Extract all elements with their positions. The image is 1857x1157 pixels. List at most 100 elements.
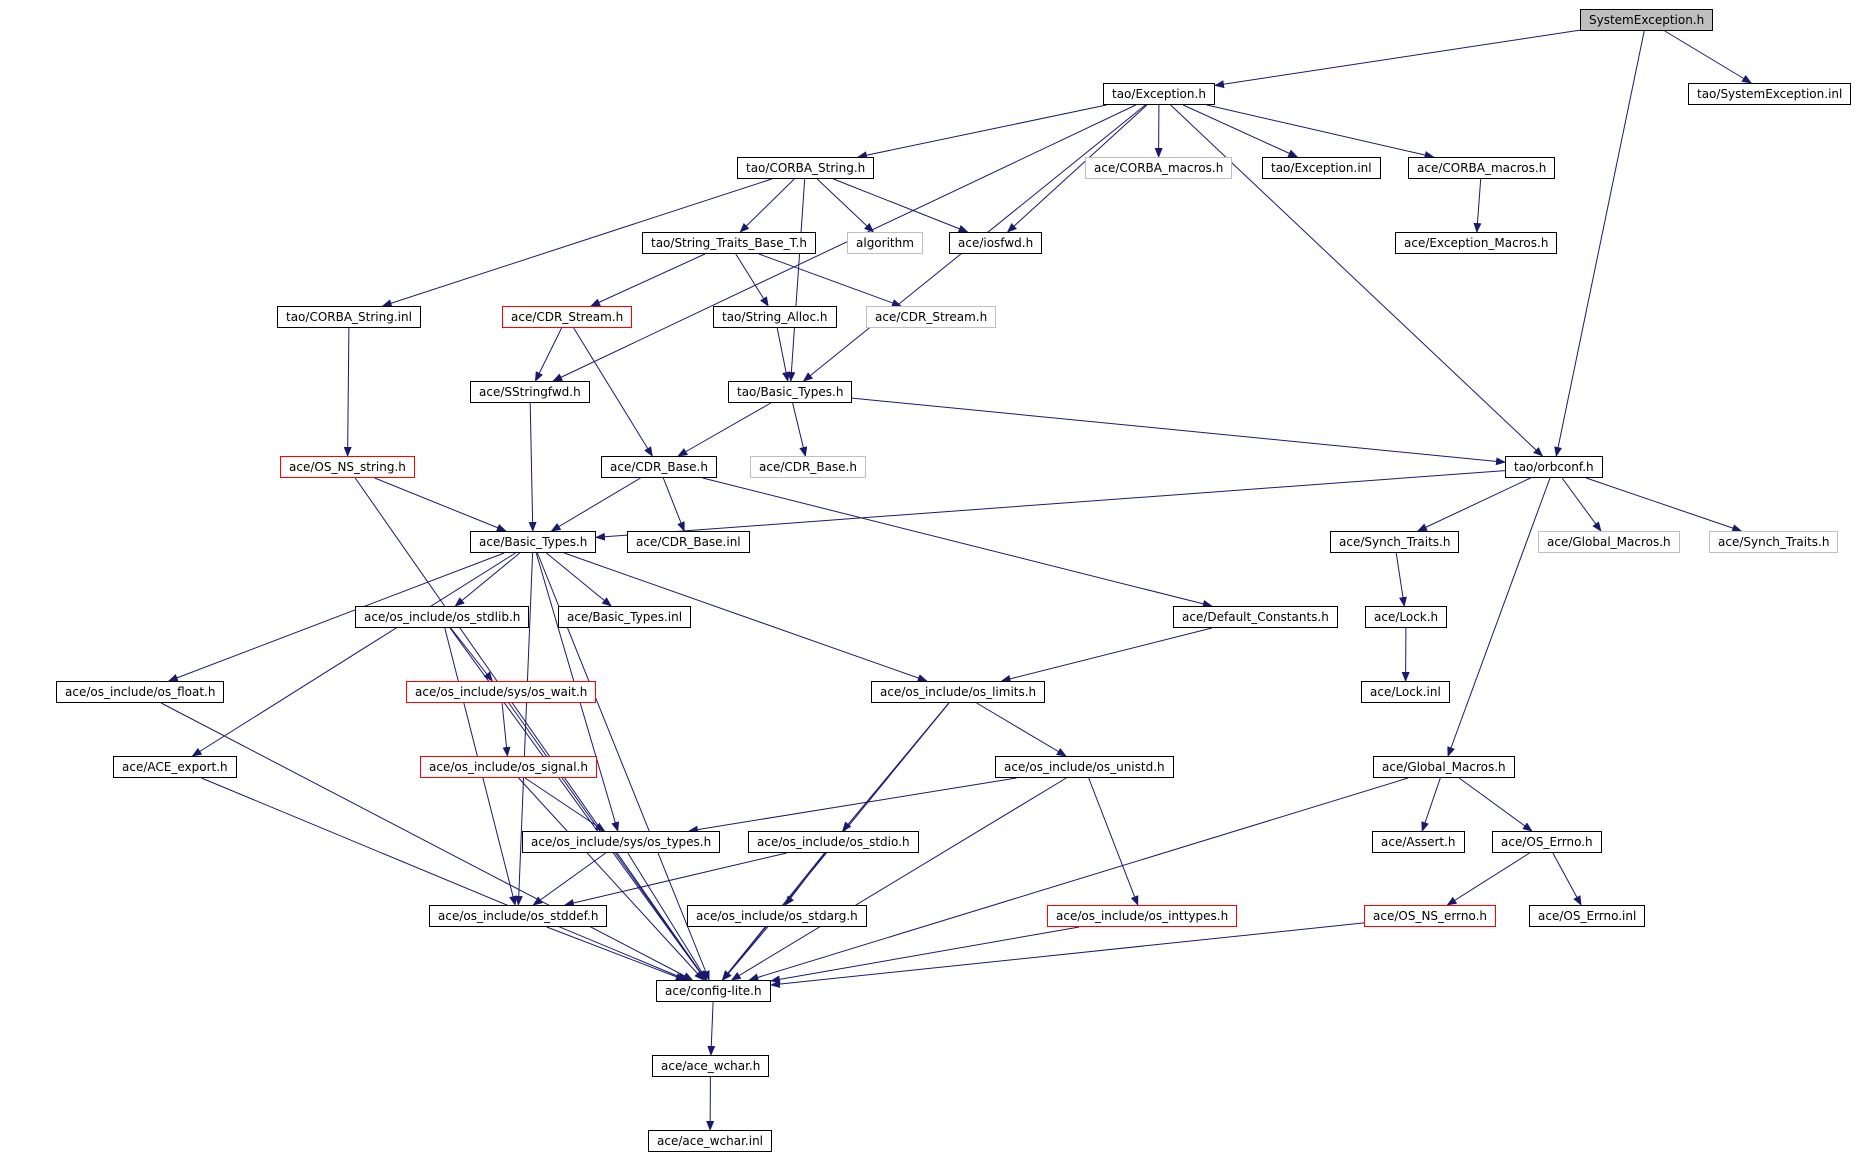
node-ace-os-errno-h[interactable]: ace/OS_Errno.h xyxy=(1492,831,1602,853)
edge-ace_os_include_os_signal_h-to-ace_config_lite_h xyxy=(518,777,705,981)
node-ace-synch-traits-h[interactable]: ace/Synch_Traits.h xyxy=(1330,531,1460,553)
edge-tao_orbconf_h-to-ace_synch_traits_h xyxy=(1416,477,1531,532)
node-tao-systemexception-inl[interactable]: tao/SystemException.inl xyxy=(1688,83,1852,105)
edge-ace_default_constants_h-to-ace_os_include_os_limits_h xyxy=(1000,627,1213,683)
edge-ace_os_include_os_unistd_h-to-ace_config_lite_h xyxy=(730,777,1067,981)
edge-ace_os_include_os_float_h-to-ace_config_lite_h xyxy=(160,702,694,981)
edge-ace_cdr_base_h-to-ace_default_constants_h xyxy=(702,477,1213,608)
edge-tao_corba_string_h-to-tao_corba_string_inl xyxy=(381,178,772,308)
edge-tao_exception_h-to-ace_corba_macros_h xyxy=(1206,104,1435,159)
node-ace-sstringfwd-h[interactable]: ace/SStringfwd.h xyxy=(470,381,590,403)
node-ace-cdr-stream-h[interactable]: ace/CDR_Stream.h xyxy=(502,306,633,328)
edge-ace_sstringfwd_h-to-ace_basic_types_h xyxy=(528,402,537,532)
dependency-edges xyxy=(160,29,1753,1131)
node-ace-os-errno-inl[interactable]: ace/OS_Errno.inl xyxy=(1529,905,1646,927)
node-ace-os-ns-errno-h[interactable]: ace/OS_NS_errno.h xyxy=(1364,905,1497,927)
node-tao-basic-types-h[interactable]: tao/Basic_Types.h xyxy=(728,381,853,403)
node-ace-ace-export-h[interactable]: ace/ACE_export.h xyxy=(113,756,237,778)
edge-ace_os_errno_h-to-ace_os_errno_inl xyxy=(1552,852,1582,906)
node-ace-config-lite-h[interactable]: ace/config-lite.h xyxy=(656,980,771,1002)
edge-ace_os_include_os_inttypes_h-to-ace_config_lite_h xyxy=(770,926,1080,984)
node-ace-os-include-os-stdio-h[interactable]: ace/os_include/os_stdio.h xyxy=(748,831,919,853)
node-ace-lock-h[interactable]: ace/Lock.h xyxy=(1365,606,1448,628)
edge-tao_exception_h-to-tao_exception_inl xyxy=(1182,104,1299,158)
node-ace-os-include-sys-os-wait-h[interactable]: ace/os_include/sys/os_wait.h xyxy=(406,681,597,703)
edge-ace_os_include_os_stddef_h-to-ace_config_lite_h xyxy=(546,926,686,981)
edge-tao_corba_string_inl-to-ace_os_ns_string_h xyxy=(343,327,352,457)
edge-tao_exception_h-to-ace_iosfwd_h xyxy=(1006,104,1148,233)
node-ace-os-include-os-stddef-h[interactable]: ace/os_include/os_stddef.h xyxy=(429,905,608,927)
node-tao-string-alloc-h[interactable]: tao/String_Alloc.h xyxy=(713,306,837,328)
node-ace-os-include-sys-os-types-h[interactable]: ace/os_include/sys/os_types.h xyxy=(522,831,721,853)
edge-ace_cdr_stream_h-to-ace_cdr_base_h xyxy=(573,327,653,457)
node-ace-os-include-os-inttypes-h[interactable]: ace/os_include/os_inttypes.h xyxy=(1047,905,1238,927)
edge-ace_global_macros_h-to-ace_config_lite_h xyxy=(748,777,1409,982)
node-ace-lock-inl[interactable]: ace/Lock.inl xyxy=(1361,681,1450,703)
edge-system_exception_h-to-tao_systemexception_inl xyxy=(1664,30,1753,84)
node-ace-cdr-base-h-external[interactable]: ace/CDR_Base.h xyxy=(750,456,866,478)
edge-ace_os_include_os_stdio_h-to-ace_os_include_os_stddef_h xyxy=(563,852,787,907)
edge-system_exception_h-to-tao_orbconf_h xyxy=(1554,30,1645,457)
node-ace-global-macros-h[interactable]: ace/Global_Macros.h xyxy=(1373,756,1515,778)
edge-ace_basic_types_h-to-ace_os_include_os_limits_h xyxy=(564,552,928,682)
node-ace-assert-h[interactable]: ace/Assert.h xyxy=(1372,831,1465,853)
edge-tao_string_traits_base_t_h-to-tao_string_alloc_h xyxy=(735,253,769,307)
edge-tao_exception_h-to-ace_sstringfwd_h xyxy=(552,104,1137,382)
node-ace-os-include-os-limits-h[interactable]: ace/os_include/os_limits.h xyxy=(871,681,1046,703)
node-systemexception-h[interactable]: SystemException.h xyxy=(1580,9,1714,31)
node-ace-exception-macros-h[interactable]: ace/Exception_Macros.h xyxy=(1395,232,1558,254)
node-ace-iosfwd-h[interactable]: ace/iosfwd.h xyxy=(949,232,1043,254)
edge-ace_basic_types_h-to-ace_os_include_os_float_h xyxy=(167,552,505,682)
edge-ace_os_include_os_limits_h-to-ace_os_include_os_unistd_h xyxy=(976,702,1067,757)
edge-tao_string_traits_base_t_h-to-ace_cdr_stream_h_ext xyxy=(758,253,902,307)
node-tao-orbconf-h[interactable]: tao/orbconf.h xyxy=(1505,456,1603,478)
edge-ace_basic_types_h-to-ace_basic_types_inl xyxy=(546,552,612,607)
node-ace-corba-macros-h-external[interactable]: ace/CORBA_macros.h xyxy=(1085,157,1233,179)
node-ace-os-include-os-float-h[interactable]: ace/os_include/os_float.h xyxy=(56,681,225,703)
edge-ace_config_lite_h-to-ace_ace_wchar_h xyxy=(707,1001,716,1056)
node-ace-basic-types-h[interactable]: ace/Basic_Types.h xyxy=(470,531,597,553)
node-tao-exception-inl[interactable]: tao/Exception.inl xyxy=(1262,157,1381,179)
node-ace-synch-traits-h-external[interactable]: ace/Synch_Traits.h xyxy=(1709,531,1839,553)
node-ace-basic-types-inl[interactable]: ace/Basic_Types.inl xyxy=(558,606,692,628)
edge-tao_corba_string_h-to-tao_string_traits_base_t_h xyxy=(739,178,795,233)
edge-ace_os_ns_string_h-to-ace_config_lite_h xyxy=(354,477,707,981)
node-ace-ace-wchar-inl[interactable]: ace/ace_wchar.inl xyxy=(648,1130,773,1152)
edge-tao_corba_string_h-to-ace_iosfwd_h xyxy=(833,178,969,233)
edge-ace_cdr_base_h-to-ace_cdr_base_inl xyxy=(662,477,685,532)
edge-ace_os_include_sys_os_types_h-to-ace_os_include_os_stddef_h xyxy=(532,852,606,906)
edge-tao_orbconf_h-to-ace_synch_traits_h_ext xyxy=(1586,477,1743,532)
node-ace-default-constants-h[interactable]: ace/Default_Constants.h xyxy=(1173,606,1338,628)
edge-tao_orbconf_h-to-ace_global_macros_h xyxy=(1447,477,1551,757)
edge-system_exception_h-to-tao_exception_h xyxy=(1214,29,1581,89)
node-ace-os-ns-string-h[interactable]: ace/OS_NS_string.h xyxy=(280,456,415,478)
edge-ace_os_include_os_stdio_h-to-ace_os_include_os_stdarg_h xyxy=(784,852,826,906)
node-ace-os-include-os-stdlib-h[interactable]: ace/os_include/os_stdlib.h xyxy=(355,606,530,628)
edge-tao_string_alloc_h-to-tao_basic_types_h xyxy=(776,327,790,382)
edge-ace_synch_traits_h-to-ace_lock_h xyxy=(1395,552,1407,607)
node-tao-corba-string-inl[interactable]: tao/CORBA_String.inl xyxy=(277,306,421,328)
edge-ace_os_ns_errno_h-to-ace_config_lite_h xyxy=(770,922,1365,989)
edge-ace_basic_types_h-to-ace_os_include_os_stdlib_h xyxy=(454,552,521,607)
edge-ace_os_include_sys_os_wait_h-to-ace_os_include_os_signal_h xyxy=(501,702,511,757)
node-ace-os-include-os-signal-h[interactable]: ace/os_include/os_signal.h xyxy=(420,756,597,778)
node-ace-cdr-base-h[interactable]: ace/CDR_Base.h xyxy=(601,456,717,478)
edge-ace_cdr_base_h-to-ace_basic_types_h xyxy=(550,477,641,532)
node-ace-cdr-stream-h-external[interactable]: ace/CDR_Stream.h xyxy=(866,306,997,328)
node-tao-exception-h[interactable]: tao/Exception.h xyxy=(1103,83,1215,105)
edge-tao_basic_types_h-to-tao_orbconf_h xyxy=(851,397,1506,466)
node-ace-ace-wchar-h[interactable]: ace/ace_wchar.h xyxy=(652,1055,770,1077)
node-tao-string-traits-base-t-h[interactable]: tao/String_Traits_Base_T.h xyxy=(642,232,816,254)
edge-ace_os_include_os_stdarg_h-to-ace_config_lite_h xyxy=(722,926,769,981)
edge-tao_exception_h-to-tao_corba_string_h xyxy=(857,104,1107,160)
node-algorithm[interactable]: algorithm xyxy=(847,232,923,254)
edge-ace_os_errno_h-to-ace_os_ns_errno_h xyxy=(1446,852,1530,906)
node-tao-corba-string-h[interactable]: tao/CORBA_String.h xyxy=(737,157,875,179)
node-ace-os-include-os-stdarg-h[interactable]: ace/os_include/os_stdarg.h xyxy=(687,905,867,927)
node-ace-corba-macros-h[interactable]: ace/CORBA_macros.h xyxy=(1408,157,1556,179)
node-ace-os-include-os-unistd-h[interactable]: ace/os_include/os_unistd.h xyxy=(995,756,1174,778)
node-ace-global-macros-h-external[interactable]: ace/Global_Macros.h xyxy=(1538,531,1680,553)
edge-tao_basic_types_h-to-ace_cdr_base_h xyxy=(677,402,772,457)
node-ace-cdr-base-inl[interactable]: ace/CDR_Base.inl xyxy=(627,531,750,553)
